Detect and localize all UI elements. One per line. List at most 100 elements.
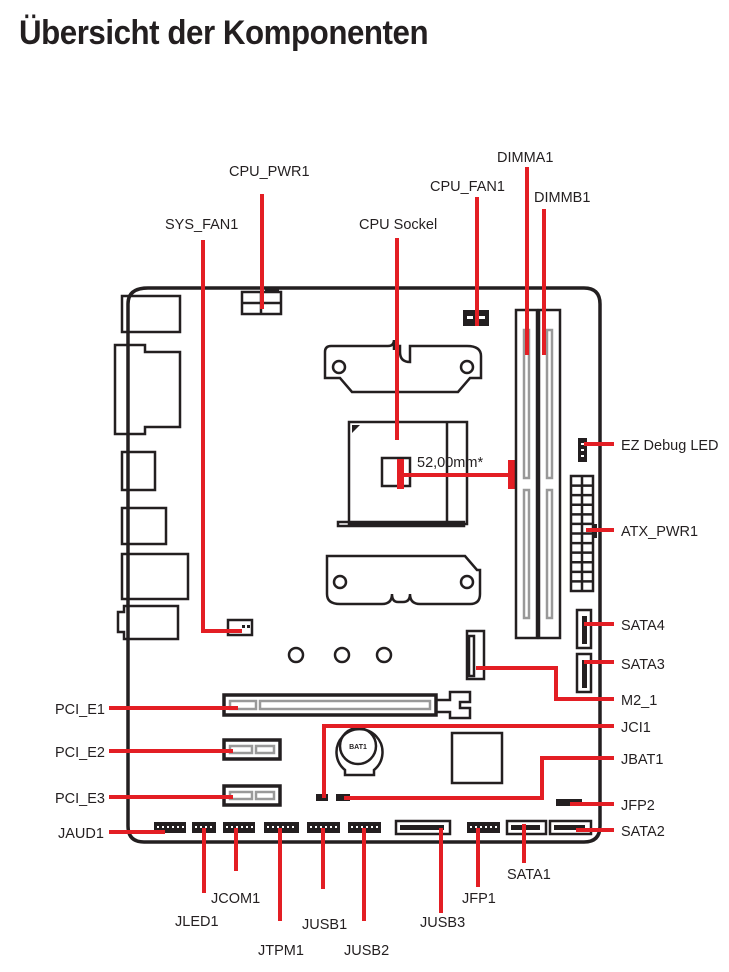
jfp1-header — [467, 822, 500, 833]
header-pin — [210, 826, 212, 828]
label-jled1: JLED1 — [175, 914, 219, 930]
header-pin — [320, 826, 322, 828]
labels: CPU_PWR1 SYS_FAN1 CPU Sockel CPU_FAN1 DI… — [55, 150, 719, 959]
jcom1-header — [223, 822, 255, 833]
connector-key — [554, 825, 585, 830]
header-pin — [177, 826, 179, 828]
header-pin — [335, 826, 337, 828]
ez-debug-led — [578, 438, 587, 462]
callout-lines — [109, 167, 614, 921]
header-pin — [267, 826, 269, 828]
header-pin — [475, 826, 477, 828]
label-jci1: JCI1 — [621, 720, 651, 736]
label-sata2: SATA2 — [621, 824, 665, 840]
label-cpu-sockel: CPU Sockel — [359, 217, 437, 233]
label-pci-e2: PCI_E2 — [55, 745, 105, 761]
mounting-hole — [375, 646, 393, 664]
header-pin — [205, 826, 207, 828]
mounting-hole — [333, 646, 351, 664]
callout-jci1 — [322, 724, 614, 798]
mounting-hole — [287, 646, 305, 664]
label-pci-e1: PCI_E1 — [55, 702, 105, 718]
label-jusb3: JUSB3 — [420, 915, 465, 931]
label-sata3: SATA3 — [621, 657, 665, 673]
header-pin — [157, 826, 159, 828]
board-outline — [126, 286, 602, 844]
io-port — [120, 450, 157, 492]
label-jfp2: JFP2 — [621, 798, 655, 814]
header-pin — [495, 826, 497, 828]
header-pin — [325, 826, 327, 828]
jusb2-header — [348, 822, 381, 833]
io-port — [116, 604, 180, 641]
rear-io-panel — [113, 294, 190, 641]
header-pin — [366, 826, 368, 828]
jusb3-header — [394, 819, 452, 836]
io-port — [120, 552, 190, 601]
label-jaud1: JAUD1 — [58, 826, 104, 842]
label-jbat1: JBAT1 — [621, 752, 663, 768]
battery-label: BAT1 — [349, 744, 367, 751]
label-sata4: SATA4 — [621, 618, 665, 634]
header-pin — [277, 826, 279, 828]
header-pin — [231, 826, 233, 828]
io-port — [120, 294, 182, 334]
label-cpu-fan1: CPU_FAN1 — [430, 179, 505, 195]
dimension-tick — [508, 460, 515, 489]
jled1-header — [192, 822, 216, 833]
sata1-connector — [505, 819, 548, 836]
label-m2-1: M2_1 — [621, 693, 657, 709]
bottom-headers — [154, 819, 593, 836]
cpu-retention-bracket-top — [323, 339, 483, 394]
header-pin — [480, 826, 482, 828]
sys-fan1-connector — [226, 618, 254, 637]
label-jtpm1: JTPM1 — [258, 943, 304, 959]
header-pin — [310, 826, 312, 828]
connector-key — [400, 825, 444, 830]
label-dimmb1: DIMMB1 — [534, 190, 590, 206]
jaud1-header — [154, 822, 186, 833]
header-pin — [287, 826, 289, 828]
label-cpu-pwr1: CPU_PWR1 — [229, 164, 310, 180]
dimension-note: 52,00mm* — [417, 455, 483, 471]
header-pin — [167, 826, 169, 828]
header-pin — [470, 826, 472, 828]
callout-jbat1 — [344, 756, 614, 800]
dimm-slots — [514, 308, 562, 640]
header-pin — [195, 826, 197, 828]
header-pin — [226, 826, 228, 828]
io-port — [113, 343, 182, 436]
label-ez-debug-led: EZ Debug LED — [621, 438, 719, 454]
sata3-connector — [575, 652, 593, 694]
header-pin — [282, 826, 284, 828]
label-dimma1: DIMMA1 — [497, 150, 553, 166]
header-pin — [236, 826, 238, 828]
page-title: Übersicht der Komponenten — [19, 14, 429, 52]
header-pin — [200, 826, 202, 828]
header-pin — [351, 826, 353, 828]
header-pin — [162, 826, 164, 828]
header-pin — [182, 826, 184, 828]
header-pin — [490, 826, 492, 828]
label-atx-pwr1: ATX_PWR1 — [621, 524, 698, 540]
header-pin — [241, 826, 243, 828]
callout-sys-fan1 — [201, 240, 242, 633]
sata4-connector — [575, 608, 593, 650]
header-pin — [371, 826, 373, 828]
header-pin — [376, 826, 378, 828]
jfp2-header — [556, 799, 582, 806]
header-pin — [485, 826, 487, 828]
chipset — [450, 731, 504, 785]
header-pin — [172, 826, 174, 828]
label-jfp1: JFP1 — [462, 891, 496, 907]
battery-bat1: BAT1 — [335, 726, 384, 777]
header-pin — [292, 826, 294, 828]
jtpm1-header — [264, 822, 299, 833]
callout-m2-1 — [476, 666, 614, 701]
dimension-tick — [397, 459, 404, 489]
label-sata1: SATA1 — [507, 867, 551, 883]
atx-pwr1-connector — [569, 474, 597, 593]
jusb1-header — [307, 822, 340, 833]
header-pin — [246, 826, 248, 828]
header-pin — [356, 826, 358, 828]
